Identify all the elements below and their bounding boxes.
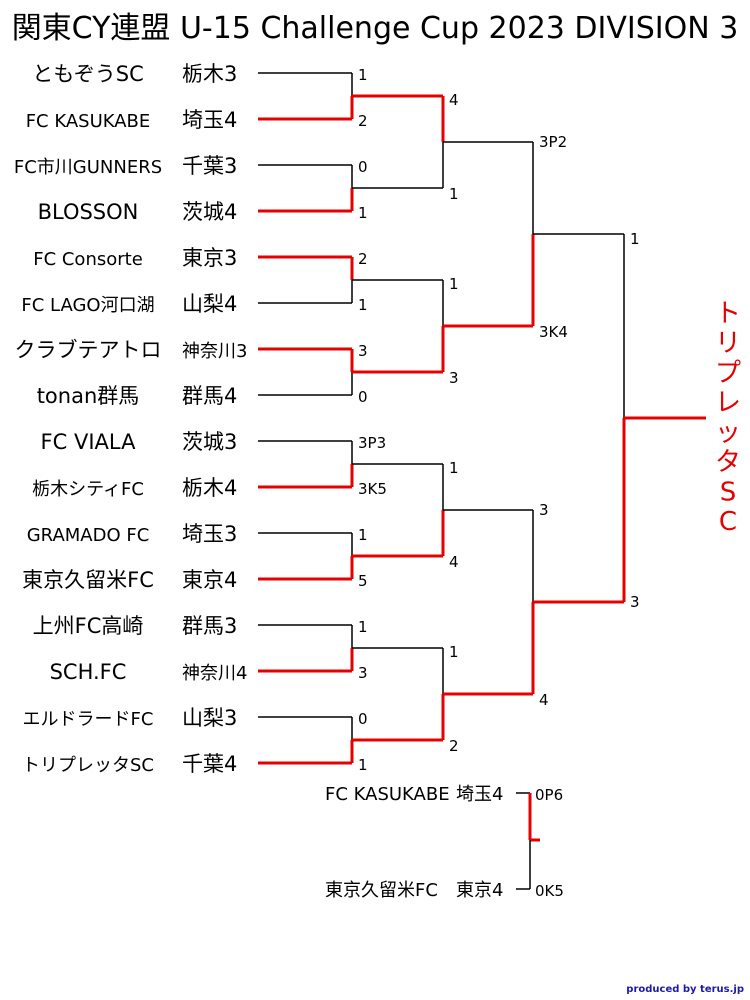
team-prefecture: 山梨4 [182, 292, 237, 316]
match-score: 3P2 [539, 133, 567, 151]
match-score: 1 [449, 643, 459, 661]
bracket-lines [258, 72, 706, 890]
match-score: 3 [358, 664, 368, 682]
team-name: エルドラードFC [23, 709, 154, 730]
team-name: tonan群馬 [37, 384, 140, 408]
champion-char: プ [715, 358, 741, 388]
match-score: 2 [358, 112, 368, 130]
match-score: 0 [358, 710, 368, 728]
final-score: 3 [630, 593, 640, 611]
match-score: 3 [358, 342, 368, 360]
team-prefecture: 神奈川3 [182, 341, 247, 362]
match-score: 1 [358, 618, 368, 636]
match-score: 3K5 [358, 480, 387, 498]
team-name: 栃木シティFC [32, 479, 144, 500]
match-score: 1 [358, 526, 368, 544]
team-prefecture: 千葉4 [182, 752, 237, 776]
third-place-score: 0P6 [535, 786, 563, 804]
team-prefecture: 群馬3 [182, 614, 237, 638]
champion-char: S [720, 477, 737, 507]
team-name: GRAMADO FC [27, 525, 150, 546]
third-place-team-prefecture: 埼玉4 [456, 784, 503, 805]
team-prefecture: 東京4 [182, 568, 237, 592]
match-score: 1 [358, 204, 368, 222]
match-score: 0 [358, 388, 368, 406]
team-prefecture: 群馬4 [182, 384, 237, 408]
match-score: 4 [449, 91, 459, 109]
match-score: 4 [449, 553, 459, 571]
team-name: トリプレッタSC [22, 755, 154, 776]
team-prefecture: 千葉3 [182, 154, 237, 178]
match-score: 0 [358, 158, 368, 176]
match-score: 1 [358, 66, 368, 84]
team-name: 東京久留米FC [22, 568, 154, 592]
champion-char: C [719, 507, 737, 537]
champion-char: ッ [715, 418, 741, 448]
champion-char: リ [715, 329, 741, 359]
team-prefecture: 栃木3 [182, 62, 237, 86]
match-score: 1 [449, 185, 459, 203]
team-name: 上州FC高崎 [33, 614, 144, 638]
match-score: 1 [449, 275, 459, 293]
match-score: 3P3 [358, 434, 386, 452]
final-score: 1 [630, 230, 640, 248]
match-score: 2 [449, 737, 459, 755]
champion-char: タ [715, 448, 741, 478]
team-name: FC Consorte [33, 249, 143, 270]
team-name: BLOSSON [38, 200, 139, 224]
credit-text: produced by terus.jp [626, 984, 744, 995]
team-prefecture: 茨城4 [182, 200, 237, 224]
third-place-team-name: 東京久留米FC [325, 880, 438, 901]
champion-char: レ [715, 388, 741, 418]
team-prefecture: 神奈川4 [182, 663, 247, 684]
third-place-team-name: FC KASUKABE [325, 784, 450, 805]
team-name: ともぞうSC [32, 62, 144, 86]
team-name: FC市川GUNNERS [14, 157, 162, 178]
match-score: 3 [449, 369, 459, 387]
team-prefecture: 埼玉3 [182, 522, 237, 546]
match-score: 3 [539, 501, 549, 519]
page-title: 関東CY連盟 U-15 Challenge Cup 2023 DIVISION … [12, 11, 739, 46]
team-name: SCH.FC [50, 660, 127, 684]
team-prefecture: 東京3 [182, 246, 237, 270]
match-score: 5 [358, 572, 368, 590]
match-score: 2 [358, 250, 368, 268]
match-score: 1 [358, 296, 368, 314]
match-score: 1 [358, 756, 368, 774]
team-prefecture: 茨城3 [182, 430, 237, 454]
bracket-labels: 関東CY連盟 U-15 Challenge Cup 2023 DIVISION … [12, 11, 744, 995]
team-prefecture: 埼玉4 [182, 108, 237, 132]
team-name: FC VIALA [41, 430, 137, 454]
match-score: 4 [539, 691, 549, 709]
champion-char: ト [715, 299, 741, 329]
third-place-score: 0K5 [535, 882, 564, 900]
team-name: FC KASUKABE [26, 111, 151, 132]
third-place-team-prefecture: 東京4 [456, 880, 503, 901]
match-score: 3K4 [539, 323, 568, 341]
team-prefecture: 山梨3 [182, 706, 237, 730]
team-prefecture: 栃木4 [182, 476, 237, 500]
team-name: FC LAGO河口湖 [21, 295, 154, 316]
match-score: 1 [449, 459, 459, 477]
team-name: クラブテアトロ [15, 338, 162, 362]
